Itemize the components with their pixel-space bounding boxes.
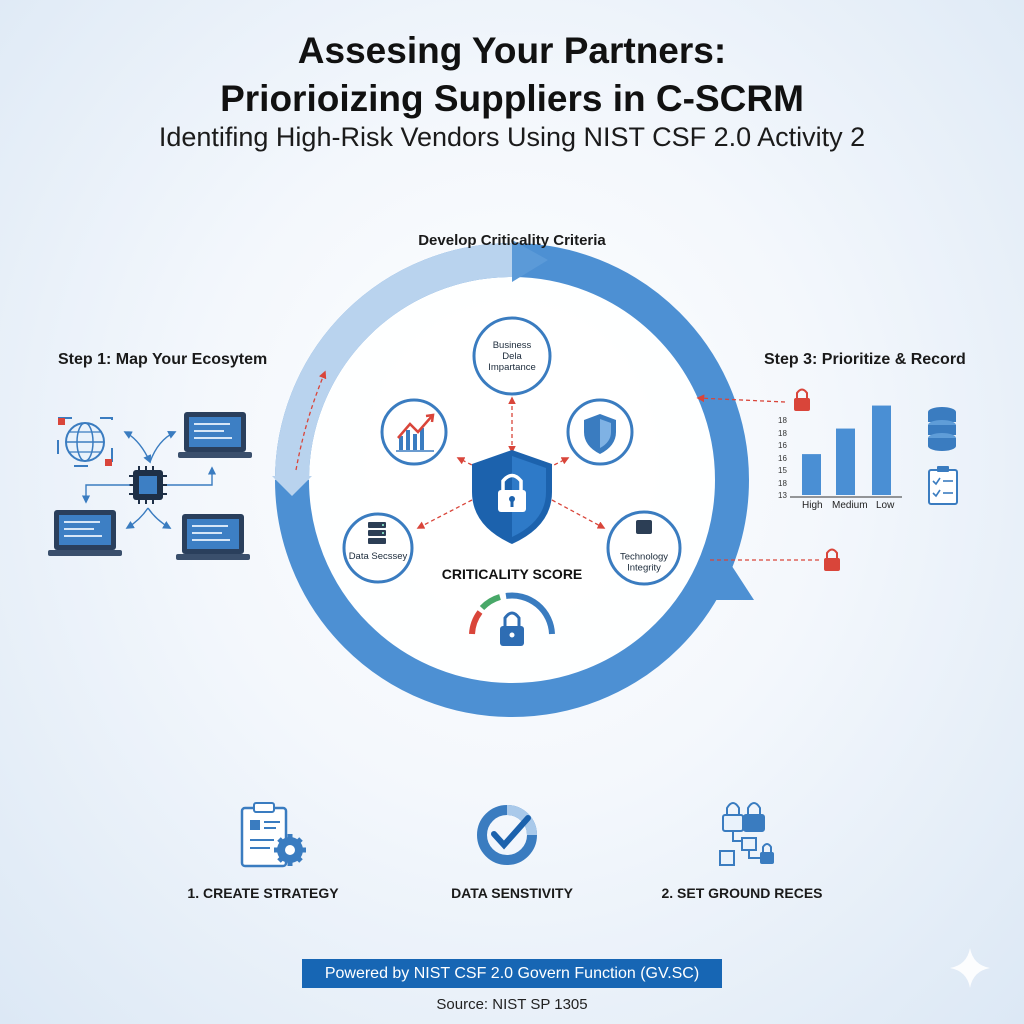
server-icon [368, 522, 386, 544]
criticality-score-label: CRITICALITY SCORE [441, 566, 583, 582]
lock-icon [824, 548, 840, 571]
step3-panel [790, 388, 958, 571]
laptop-icon [48, 510, 122, 556]
laptop-icon [176, 514, 250, 560]
node-text-line: Integrity [627, 563, 661, 574]
checklist-icon [928, 466, 958, 505]
chart-tick-label: 16 [778, 453, 787, 463]
source-note: Source: NIST SP 1305 [436, 996, 588, 1013]
chart-y-ticks: 18 18 16 16 15 18 13 [772, 416, 792, 500]
clipboard-gear-icon [240, 802, 306, 868]
title-line-2: Priorioizing Suppliers in C-SCRM [220, 78, 804, 119]
step3-label: Step 3: Prioritize & Record [764, 351, 966, 368]
step1-label: Step 1: Map Your Ecosytem [58, 351, 268, 368]
chart-tick-label: 18 [778, 416, 787, 425]
node-text-line: Business [493, 340, 532, 351]
node-text-line: Impartance [488, 362, 536, 373]
create-strategy-label: 1. CREATE STRATEGY [187, 885, 339, 901]
criticality-gauge [469, 592, 555, 646]
processor-chip-icon [129, 466, 167, 504]
node-security-shield [566, 398, 634, 466]
title-line-1: Assesing Your Partners: [297, 30, 727, 71]
chart-tick-label: 15 [778, 466, 787, 475]
growth-chart-icon [396, 413, 435, 452]
chart-tick-label: 13 [778, 491, 787, 500]
chip-icon [636, 520, 652, 534]
set-ground-rules-label: 2. SET GROUND RECES [661, 885, 823, 901]
dashed-arrow [295, 370, 327, 471]
node-text-line: Dela [502, 351, 522, 362]
data-sensitivity-label: DATA SENSTIVITY [451, 885, 573, 901]
chart-category-label: High [802, 500, 823, 511]
develop-criteria-label: Develop Criticality Criteria [418, 232, 606, 249]
central-shield-lock-icon [472, 450, 552, 544]
lock-icon [500, 611, 524, 646]
dashed-arrow [696, 394, 786, 403]
database-icon [928, 407, 956, 451]
node-text-line: Data Secssey [349, 551, 408, 562]
chart-category-label: Medium [832, 500, 868, 511]
chart-tick-label: 18 [778, 428, 787, 438]
laptop-icon [178, 412, 252, 458]
lock-icon [794, 388, 810, 411]
lock-network-icon [719, 802, 774, 866]
node-growth-chart [380, 398, 448, 466]
ecosystem-map [48, 412, 252, 560]
powered-by-banner: Powered by NIST CSF 2.0 Govern Function … [302, 959, 722, 988]
globe-icon [57, 417, 113, 467]
chart-tick-label: 16 [778, 441, 787, 450]
chart-tick-label: 18 [778, 478, 787, 488]
node-text-line: Technology [620, 552, 668, 563]
node-data-security: Data Secssey [342, 512, 414, 584]
chart-bar-medium [836, 428, 855, 495]
chart-bar-high [802, 454, 821, 495]
check-gauge-icon [477, 805, 537, 865]
subtitle: Identifing High-Risk Vendors Using NIST … [158, 122, 866, 152]
sparkle-icon [950, 948, 990, 988]
chart-category-label: Low [876, 500, 895, 511]
svg-text:Data Secssey: Data Secssey [349, 551, 408, 562]
chart-bar-low [872, 405, 891, 495]
chart-x-labels: High Medium Low [796, 500, 906, 514]
